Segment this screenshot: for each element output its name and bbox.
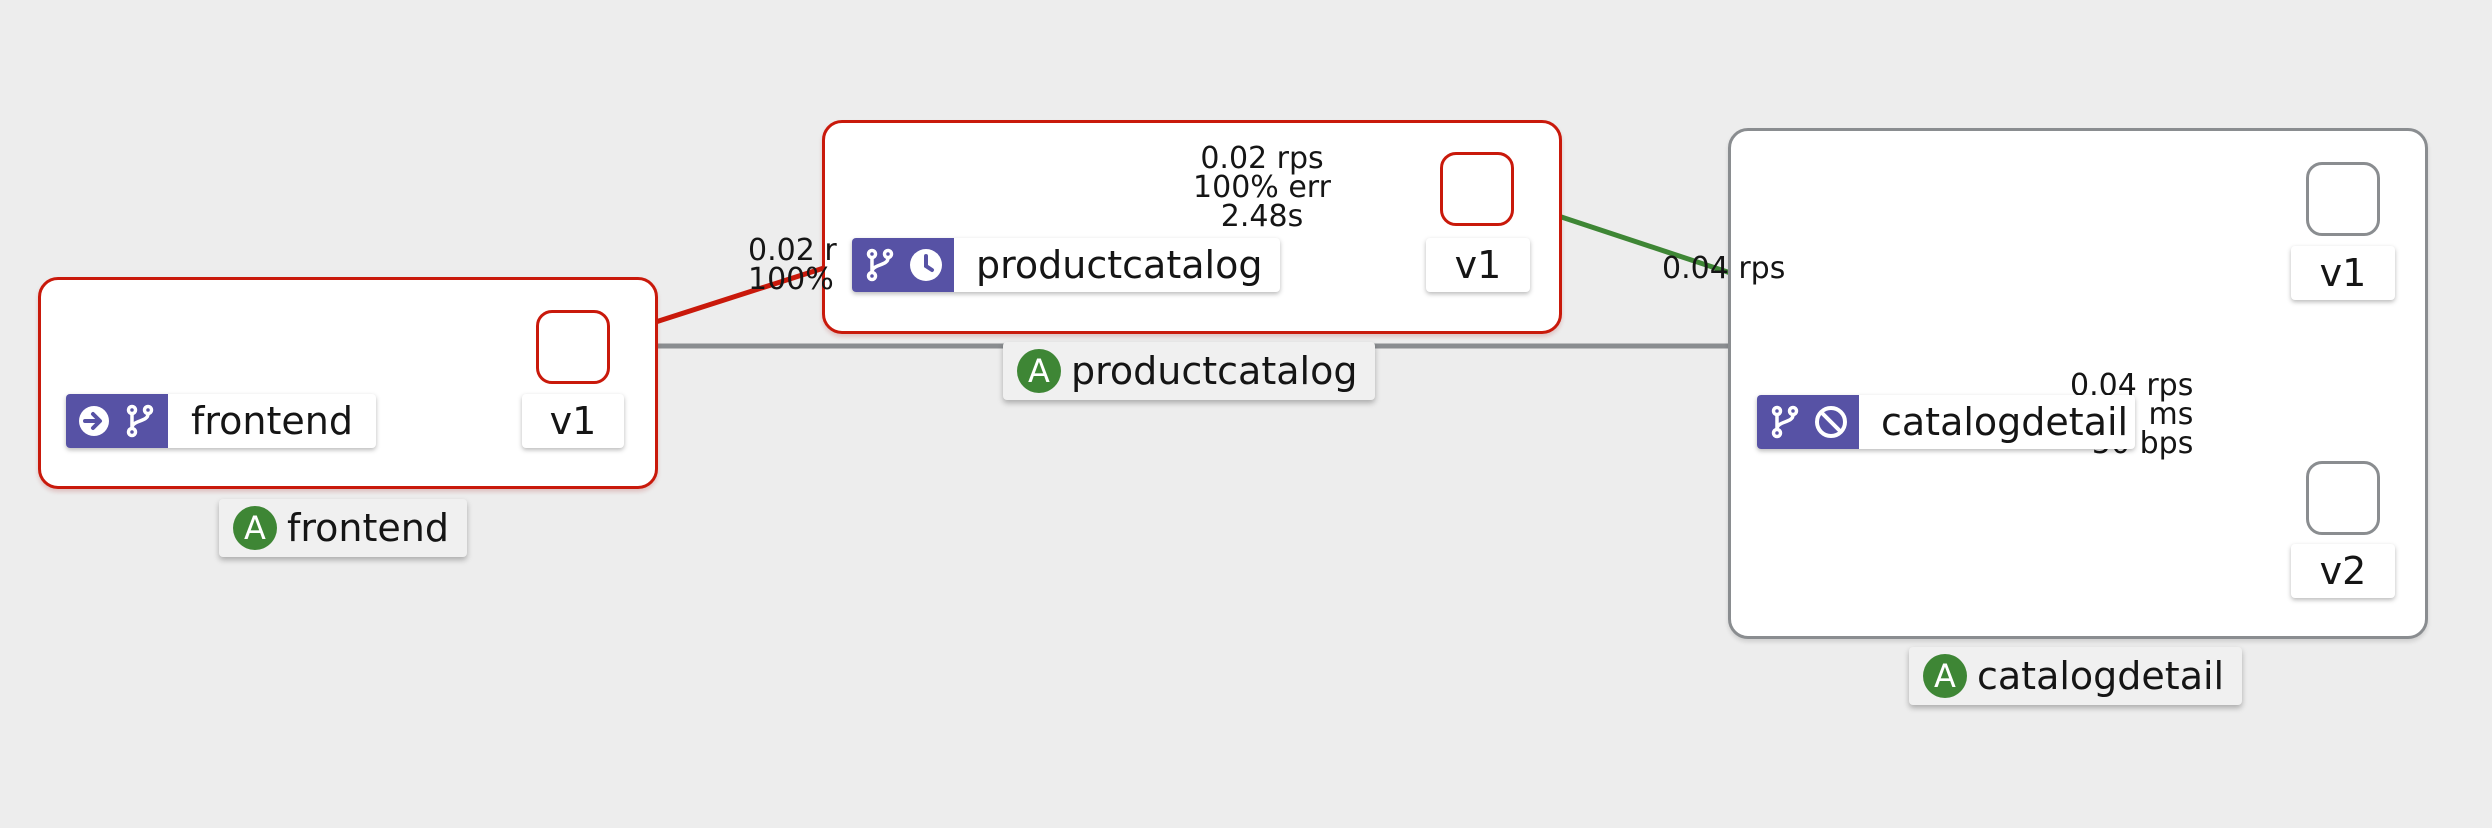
- productcatalog-badges: [852, 238, 954, 292]
- edge-label-frontend-productcatalog[interactable]: 0.02 r 100%: [748, 233, 837, 297]
- edge-rps-text: 0.02 rps: [1200, 141, 1324, 176]
- timeout-clock-icon: [906, 245, 946, 285]
- edge-response-time-text: ms: [2148, 397, 2194, 432]
- circuit-breaker-icon: [1811, 402, 1851, 442]
- catalogdetail-v2-node[interactable]: [2306, 461, 2380, 535]
- catalogdetail-service-label[interactable]: catalogdetail: [1757, 395, 2135, 449]
- virtual-service-icon: [120, 401, 160, 441]
- productcatalog-v1-version: v1: [1454, 243, 1502, 287]
- frontend-v1-version: v1: [549, 399, 597, 443]
- frontend-app-label[interactable]: A frontend: [219, 499, 467, 557]
- productcatalog-app-box[interactable]: [822, 120, 1562, 334]
- frontend-badges: [66, 394, 168, 448]
- frontend-app-name: frontend: [287, 506, 449, 550]
- virtual-service-icon: [1765, 402, 1805, 442]
- virtual-service-icon: [860, 245, 900, 285]
- edge-label-productcatalog-internal[interactable]: 0.02 rps 100% err 2.48s: [1142, 141, 1382, 234]
- frontend-v1-label[interactable]: v1: [522, 394, 624, 448]
- edge-label-productcatalog-catalogdetail[interactable]: 0.04 rps: [1662, 251, 1786, 286]
- edge-label-catalogdetail-v2[interactable]: 0.04 rps ms 50 bps: [2070, 371, 2194, 459]
- catalogdetail-v2-version: v2: [2319, 549, 2367, 593]
- edge-rps-text: 0.02 r: [748, 233, 837, 268]
- catalogdetail-v1-version: v1: [2319, 251, 2367, 295]
- productcatalog-app-name: productcatalog: [1071, 349, 1358, 393]
- catalogdetail-app-label[interactable]: A catalogdetail: [1909, 647, 2243, 705]
- app-badge-icon: A: [233, 506, 277, 550]
- catalogdetail-service-name: catalogdetail: [1881, 400, 2129, 444]
- catalogdetail-app-name: catalogdetail: [1977, 654, 2225, 698]
- inbound-arrow-icon: [74, 401, 114, 441]
- app-badge-icon: A: [1923, 654, 1967, 698]
- catalogdetail-v2-label[interactable]: v2: [2291, 544, 2395, 598]
- edge-error-rate-text: 100%: [748, 262, 834, 297]
- productcatalog-v1-label[interactable]: v1: [1426, 238, 1530, 292]
- catalogdetail-badges: [1757, 395, 1859, 449]
- catalogdetail-v1-node[interactable]: [2306, 162, 2380, 236]
- frontend-service-label[interactable]: frontend: [66, 394, 376, 448]
- frontend-service-name: frontend: [191, 399, 353, 443]
- productcatalog-app-label[interactable]: A productcatalog: [1003, 342, 1376, 400]
- productcatalog-service-label[interactable]: productcatalog: [852, 238, 1280, 292]
- catalogdetail-v1-label[interactable]: v1: [2291, 246, 2395, 300]
- edge-error-rate-text: 100% err: [1193, 170, 1331, 205]
- frontend-v1-node[interactable]: [536, 310, 610, 384]
- edge-response-time-text: 2.48s: [1220, 199, 1304, 234]
- edge-rps-text: 0.04 rps: [1662, 251, 1786, 286]
- app-badge-icon: A: [1017, 349, 1061, 393]
- productcatalog-service-name: productcatalog: [976, 243, 1263, 287]
- productcatalog-v1-node[interactable]: [1440, 152, 1514, 226]
